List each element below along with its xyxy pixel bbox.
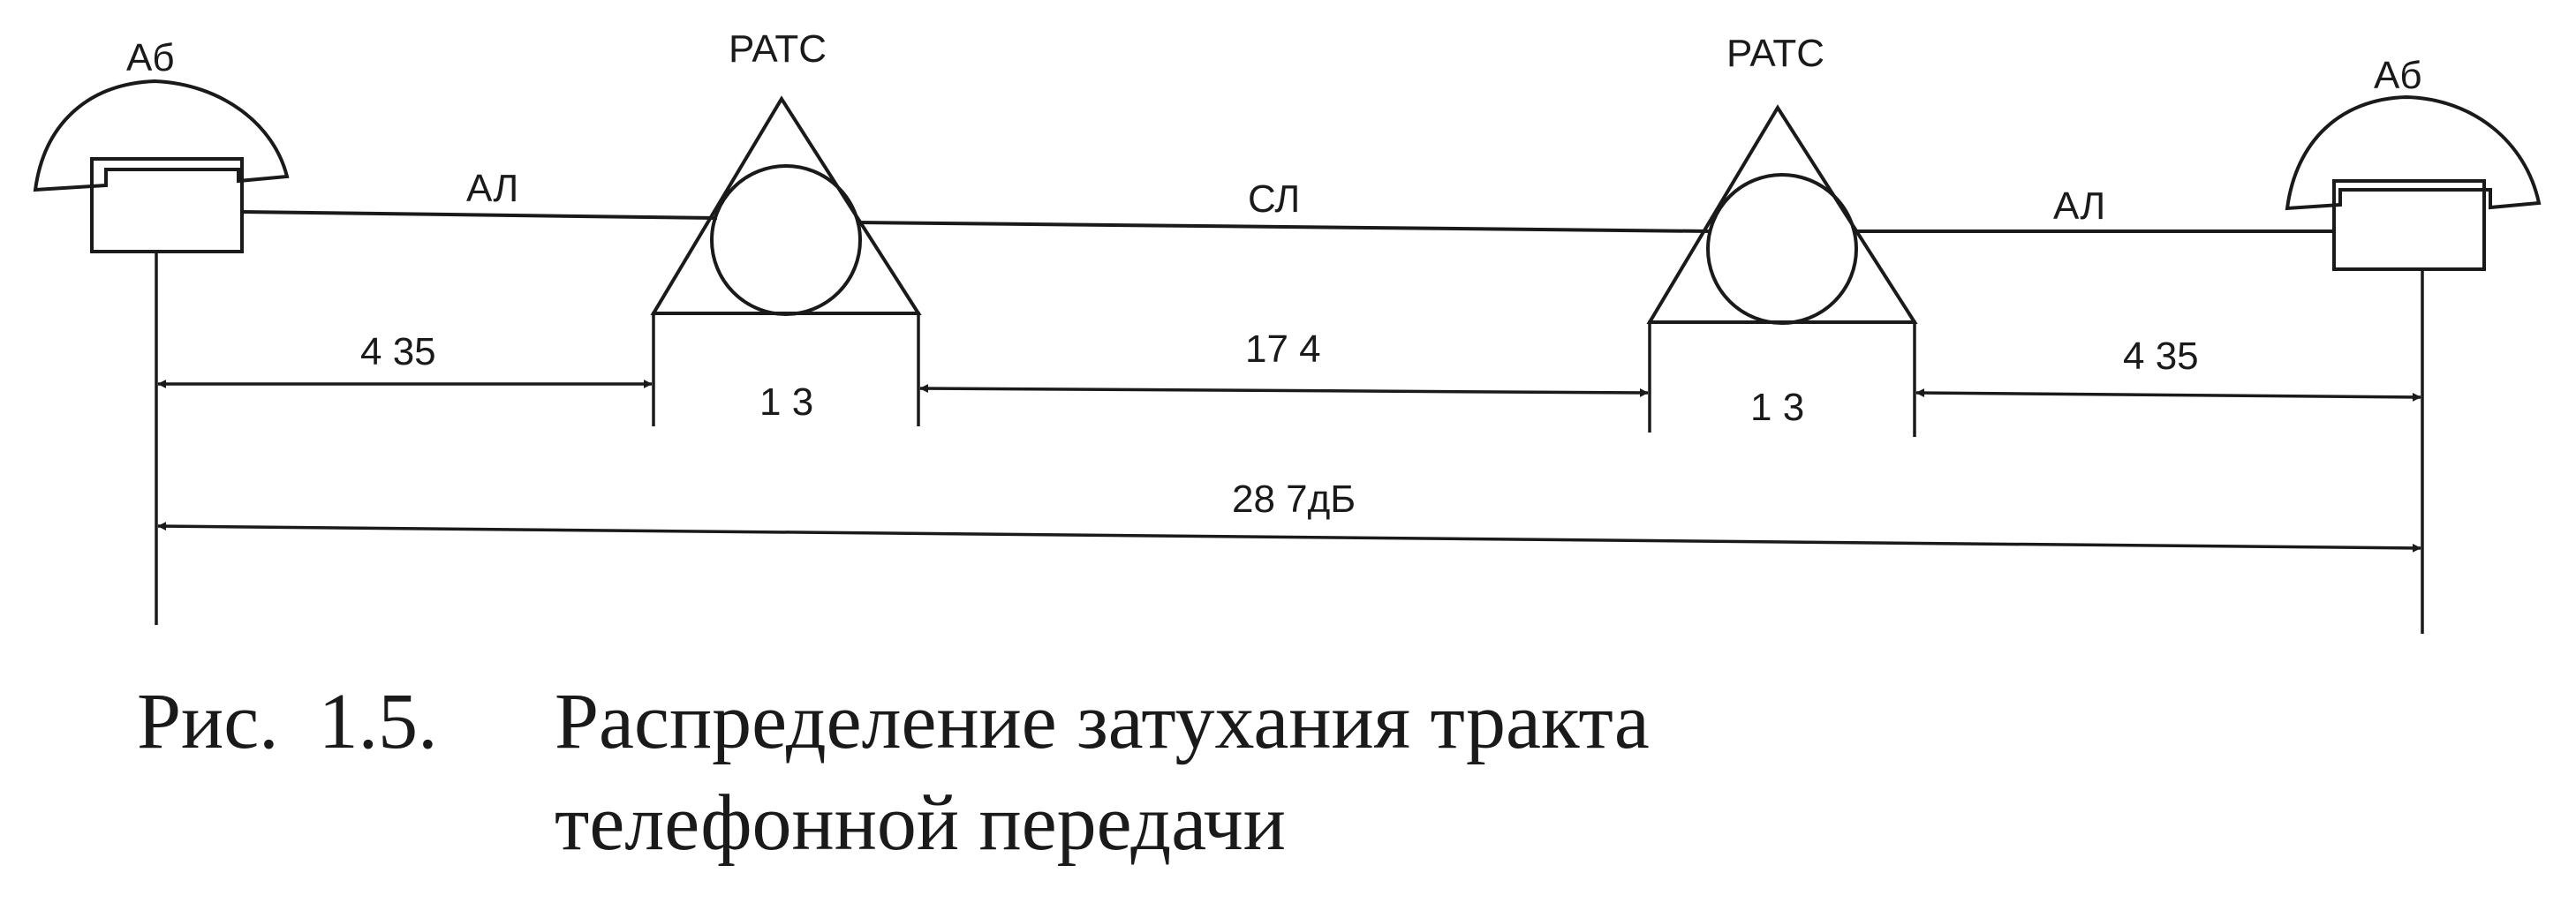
connecting-line-dimension-arrow [919, 384, 1649, 397]
right-exchange-circle [1706, 173, 1858, 325]
right-exchange-block [1648, 320, 1916, 437]
left-exchange-circle [710, 164, 862, 316]
right-exchange-triangle [1646, 104, 1918, 324]
left-exchange-label: РАТС [729, 27, 827, 71]
right-line-dimension-arrow [1915, 388, 2421, 402]
left-handset [33, 79, 290, 192]
right-line-attenuation: 4 35 [2123, 335, 2199, 378]
connecting-line-label: СЛ [1248, 177, 1300, 221]
right-exchange-label: РАТС [1726, 32, 1824, 75]
total-dimension-arrow [157, 522, 2421, 553]
right-telephone-base [2332, 179, 2486, 271]
figure-caption-line-1: Распределение затухания тракта [555, 678, 1650, 765]
left-exchange-triangle [650, 95, 922, 315]
right-exchange-symbol [1646, 104, 1918, 437]
left-subscriber-line [241, 210, 718, 220]
right-handset [2285, 94, 2542, 211]
left-telephone-icon [33, 79, 290, 253]
left-exchange-block [652, 312, 920, 426]
left-exchange-symbol [650, 95, 922, 426]
connecting-line [856, 221, 1711, 233]
right-subscriber-label: Аб [2374, 54, 2422, 97]
right-telephone-icon [2285, 94, 2542, 271]
left-exchange-attenuation: 1 3 [759, 380, 813, 424]
right-exchange-attenuation: 1 3 [1750, 386, 1804, 429]
left-line-attenuation: 4 35 [360, 330, 436, 373]
total-attenuation: 28 7дБ [1232, 478, 1356, 521]
right-line-label: АЛ [2053, 184, 2105, 228]
left-subscriber-label: Аб [126, 36, 175, 79]
figure-number: Рис. 1.5. [137, 678, 438, 765]
connecting-line-attenuation: 17 4 [1245, 327, 1321, 371]
left-line-label: АЛ [466, 167, 518, 210]
figure-caption-line-2: телефонной передачи [555, 779, 1286, 867]
left-telephone-base [90, 157, 244, 253]
